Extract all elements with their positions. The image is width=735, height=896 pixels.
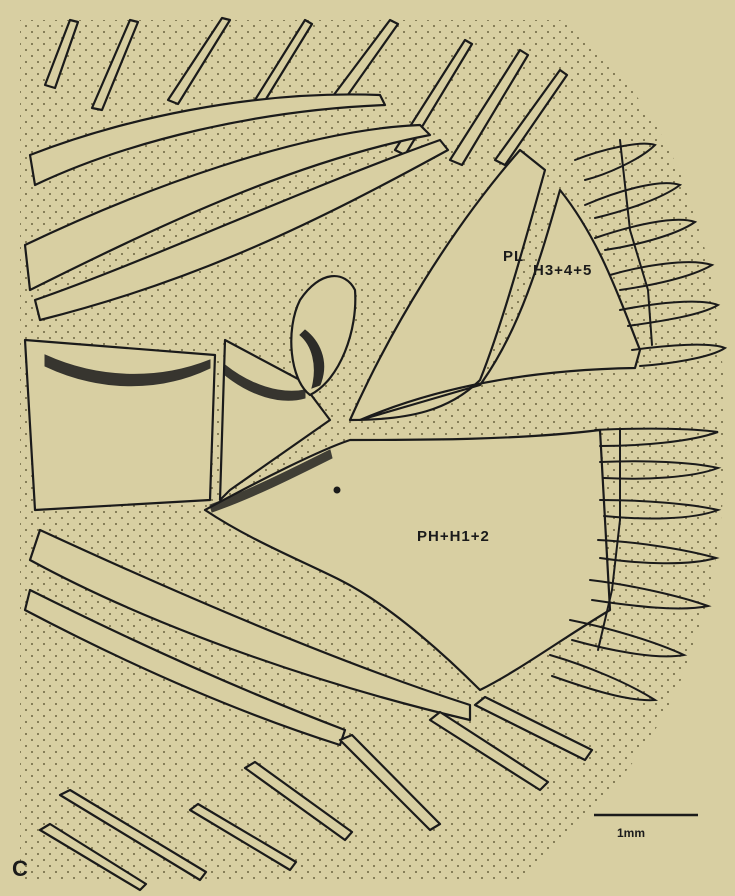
- scale-bar-label: 1mm: [617, 826, 645, 840]
- panel-letter: C: [12, 856, 28, 882]
- label-ph-h12: PH+H1+2: [417, 528, 490, 545]
- label-h345: H3+4+5: [533, 262, 592, 279]
- label-pl: PL: [503, 248, 524, 265]
